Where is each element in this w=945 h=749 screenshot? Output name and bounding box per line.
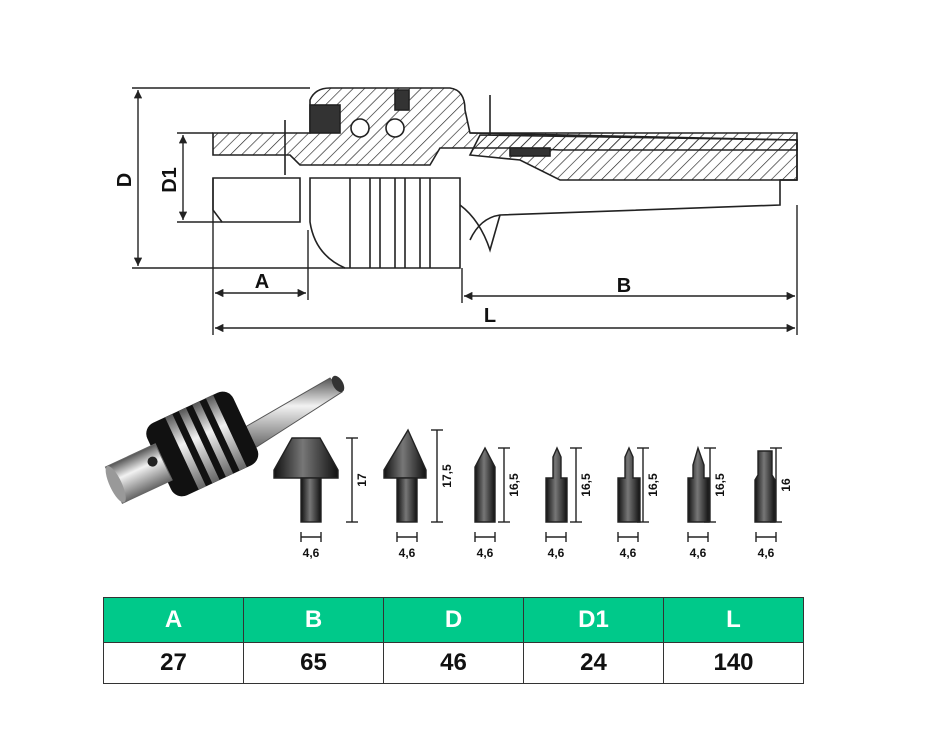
- header-cell: A: [103, 597, 244, 643]
- tip-height-label: 16,5: [507, 473, 521, 497]
- tip-width-label: 4,6: [477, 546, 494, 560]
- live-center-photo: [104, 375, 345, 504]
- dim-label-B: B: [617, 275, 631, 297]
- header-cell: B: [243, 597, 384, 643]
- tip-height-label: 17,5: [440, 464, 454, 488]
- value-cell: 65: [243, 642, 384, 684]
- tip-width-label: 4,6: [758, 546, 775, 560]
- tip-2: [383, 428, 443, 523]
- tip-4: [545, 446, 582, 523]
- tip-width-label: 4,6: [620, 546, 637, 560]
- tip-height-label: 16,5: [713, 473, 727, 497]
- table-row: 27 65 46 24 140: [103, 642, 804, 684]
- table-header-row: A B D D1 L: [103, 597, 804, 643]
- tip-6: [687, 445, 716, 523]
- tip-width-label: 4,6: [690, 546, 707, 560]
- tip-7: [754, 447, 782, 523]
- dim-label-L: L: [484, 305, 496, 327]
- tip-width-label: 4,6: [399, 546, 416, 560]
- header-cell: D1: [523, 597, 664, 643]
- tip-height-label: 17: [355, 473, 369, 487]
- technical-drawing: D D1 A B L: [104, 87, 798, 560]
- value-cell: 46: [383, 642, 524, 684]
- cross-section: [212, 87, 798, 269]
- header-cell: D: [383, 597, 524, 643]
- interchangeable-tips: [273, 428, 782, 542]
- tip-3: [474, 446, 510, 523]
- header-cell: L: [663, 597, 804, 643]
- tip-width-label: 4,6: [548, 546, 565, 560]
- dimension-table: A B D D1 L 27 65 46 24 140: [103, 597, 804, 684]
- value-cell: 140: [663, 642, 804, 684]
- tip-width-label: 4,6: [303, 546, 320, 560]
- tip-height-label: 16,5: [579, 473, 593, 497]
- dim-label-D1: D1: [159, 167, 181, 193]
- value-cell: 27: [103, 642, 244, 684]
- tip-height-label: 16: [779, 478, 793, 492]
- dim-label-A: A: [255, 271, 269, 293]
- dim-label-D: D: [114, 173, 136, 187]
- tip-width-bars: [300, 532, 777, 542]
- tip-labels: 17 17,5 16,5 16,5 16,5 16,5 16 4,6 4,6 4…: [303, 464, 793, 560]
- tip-5: [617, 446, 649, 523]
- dimension-lines: [132, 87, 798, 335]
- tip-height-label: 16,5: [646, 473, 660, 497]
- value-cell: 24: [523, 642, 664, 684]
- tip-1: [273, 437, 358, 523]
